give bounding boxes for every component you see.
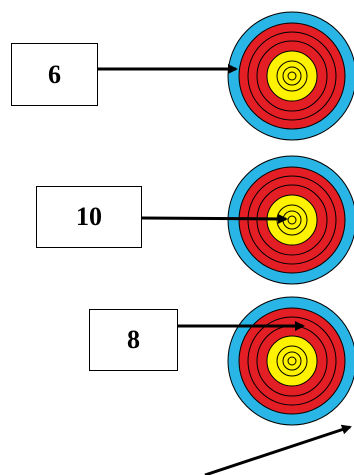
- score-box-3: 8: [89, 309, 178, 371]
- score-label: 8: [127, 325, 140, 354]
- arrow-icon: [204, 424, 352, 475]
- score-label: 6: [48, 59, 61, 89]
- score-box-2: 10: [36, 186, 142, 248]
- archery-target-icon: [227, 296, 354, 426]
- archery-target-icon: [227, 11, 354, 141]
- arrow-icon: [141, 213, 288, 224]
- score-label: 10: [76, 202, 102, 231]
- score-box-1: 6: [11, 43, 98, 106]
- archery-target-icon: [227, 155, 354, 285]
